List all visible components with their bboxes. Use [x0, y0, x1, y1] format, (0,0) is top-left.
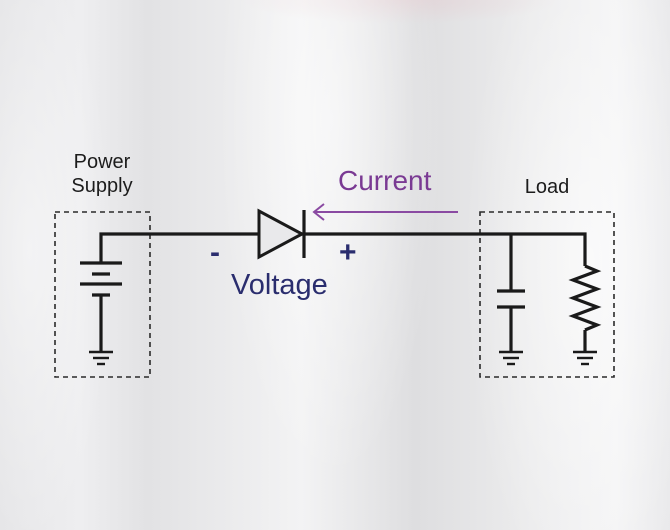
battery-icon [80, 261, 122, 351]
voltage-label: Voltage [231, 269, 328, 301]
ground-icon [89, 350, 113, 366]
resistor-icon [568, 264, 602, 351]
ground-icon [573, 350, 597, 366]
main-wire [99, 232, 587, 266]
current-arrow-icon [312, 203, 458, 221]
diode-icon [257, 208, 306, 260]
current-label: Current [338, 165, 432, 196]
load-box [479, 211, 615, 378]
capacitor-icon [497, 234, 525, 351]
voltage-minus-sign: - [210, 236, 220, 269]
power-supply-label: Power Supply [56, 150, 148, 198]
ground-icon [499, 350, 523, 366]
power-supply-box [54, 211, 151, 378]
power-supply-label-line2: Supply [71, 175, 133, 197]
voltage-plus-sign: + [339, 236, 357, 269]
power-supply-label-line1: Power [73, 151, 131, 173]
load-label: Load [524, 176, 570, 198]
